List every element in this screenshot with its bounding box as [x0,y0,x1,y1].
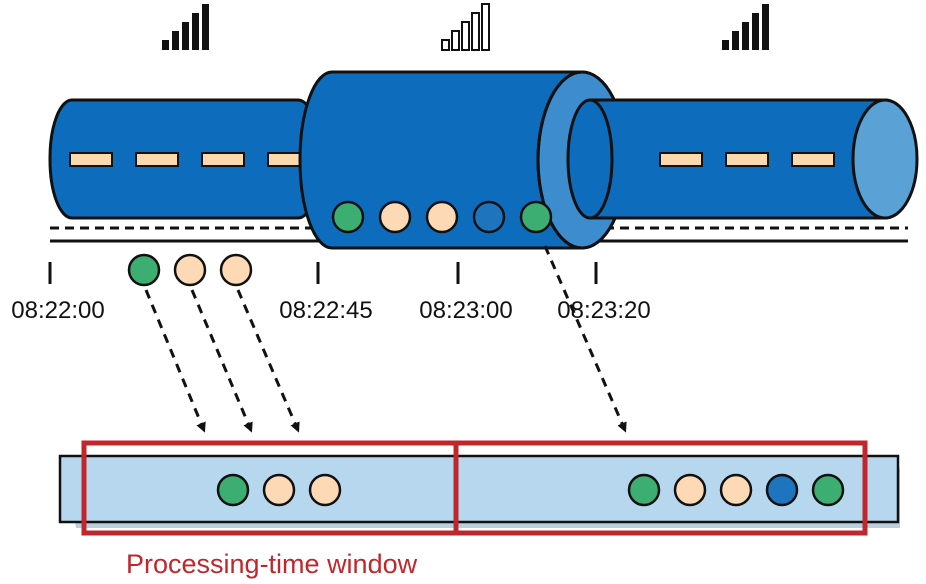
event-peach [308,473,342,507]
signal-icons [162,3,769,51]
tick-label: 08:23:20 [557,297,650,324]
event-peach [719,473,753,507]
buffered-events [331,200,553,234]
event-green [811,473,845,507]
event-peach [173,253,207,287]
event-peach [219,253,253,287]
window-bar [58,440,900,536]
event-green [216,473,250,507]
arrow [543,245,627,433]
event-green [627,473,661,507]
signal-strong-icon [162,4,209,50]
event-blue [472,200,506,234]
tick-label: 08:22:00 [11,297,104,324]
arrows [144,245,627,433]
signal-weak-icon [441,3,490,51]
event-green [519,200,553,234]
window-2 [453,440,868,536]
left-pipe-dashes [69,152,311,167]
window-events [216,473,845,507]
event-blue [765,473,799,507]
arrow [190,289,253,433]
delayed-events [127,253,253,287]
event-peach [262,473,296,507]
timeline-ticks: 08:22:00 08:22:45 08:23:00 08:23:20 [11,262,651,324]
tick-label: 08:22:45 [279,297,372,324]
event-green [127,253,161,287]
arrow [144,289,206,433]
left-pipe [48,98,322,220]
window-caption: Processing-time window [126,549,418,579]
event-peach [378,200,412,234]
event-peach [425,200,459,234]
event-peach [673,473,707,507]
tick-label: 08:23:00 [419,297,512,324]
buffer-pipe [298,70,640,250]
event-green [331,200,365,234]
signal-strong-icon [722,4,769,50]
